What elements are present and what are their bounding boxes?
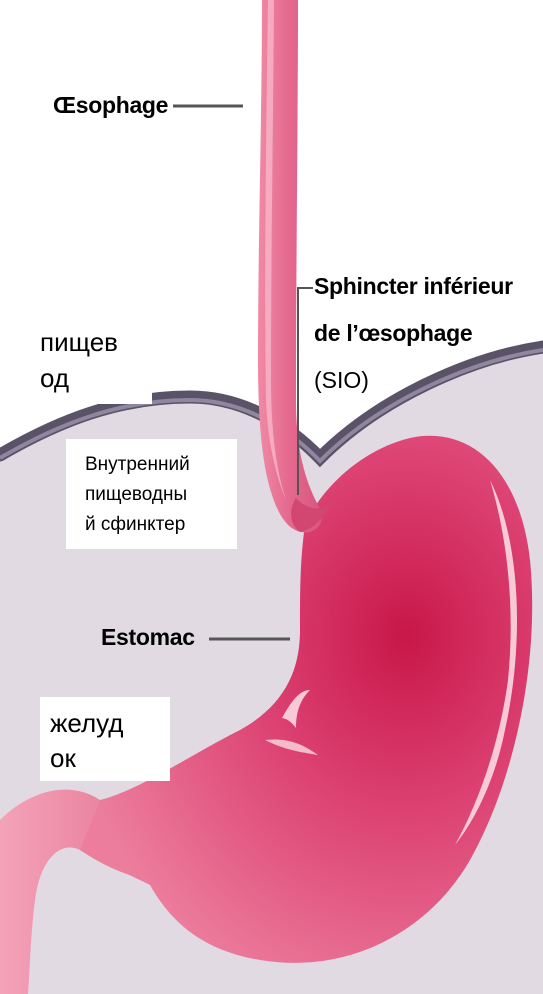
stomach-label: Estomac (101, 624, 195, 651)
sphincter-label-line2: de l’œsophage (314, 320, 472, 347)
sphincter-abbr-label: (SIO) (314, 367, 369, 394)
sphincter-ru-box: Внутренний пищеводны й сфинктер (66, 439, 237, 549)
sphincter-ru-line3: й сфинктер (85, 512, 185, 538)
stomach-ru-line1: желуд (50, 705, 123, 741)
esophagus-ru-line2: од (40, 360, 69, 396)
stomach-ru-line2: ок (50, 740, 76, 776)
sphincter-ru-line1: Внутренний (85, 452, 190, 478)
esophagus-ru-box: пищев од (30, 322, 152, 404)
esophagus-label: Œsophage (53, 92, 168, 119)
sphincter-ru-line2: пищеводны (85, 482, 187, 508)
esophagus-ru-line1: пищев (40, 324, 118, 360)
stomach-ru-box: желуд ок (40, 697, 170, 781)
sphincter-label-line1: Sphincter inférieur (314, 273, 513, 300)
